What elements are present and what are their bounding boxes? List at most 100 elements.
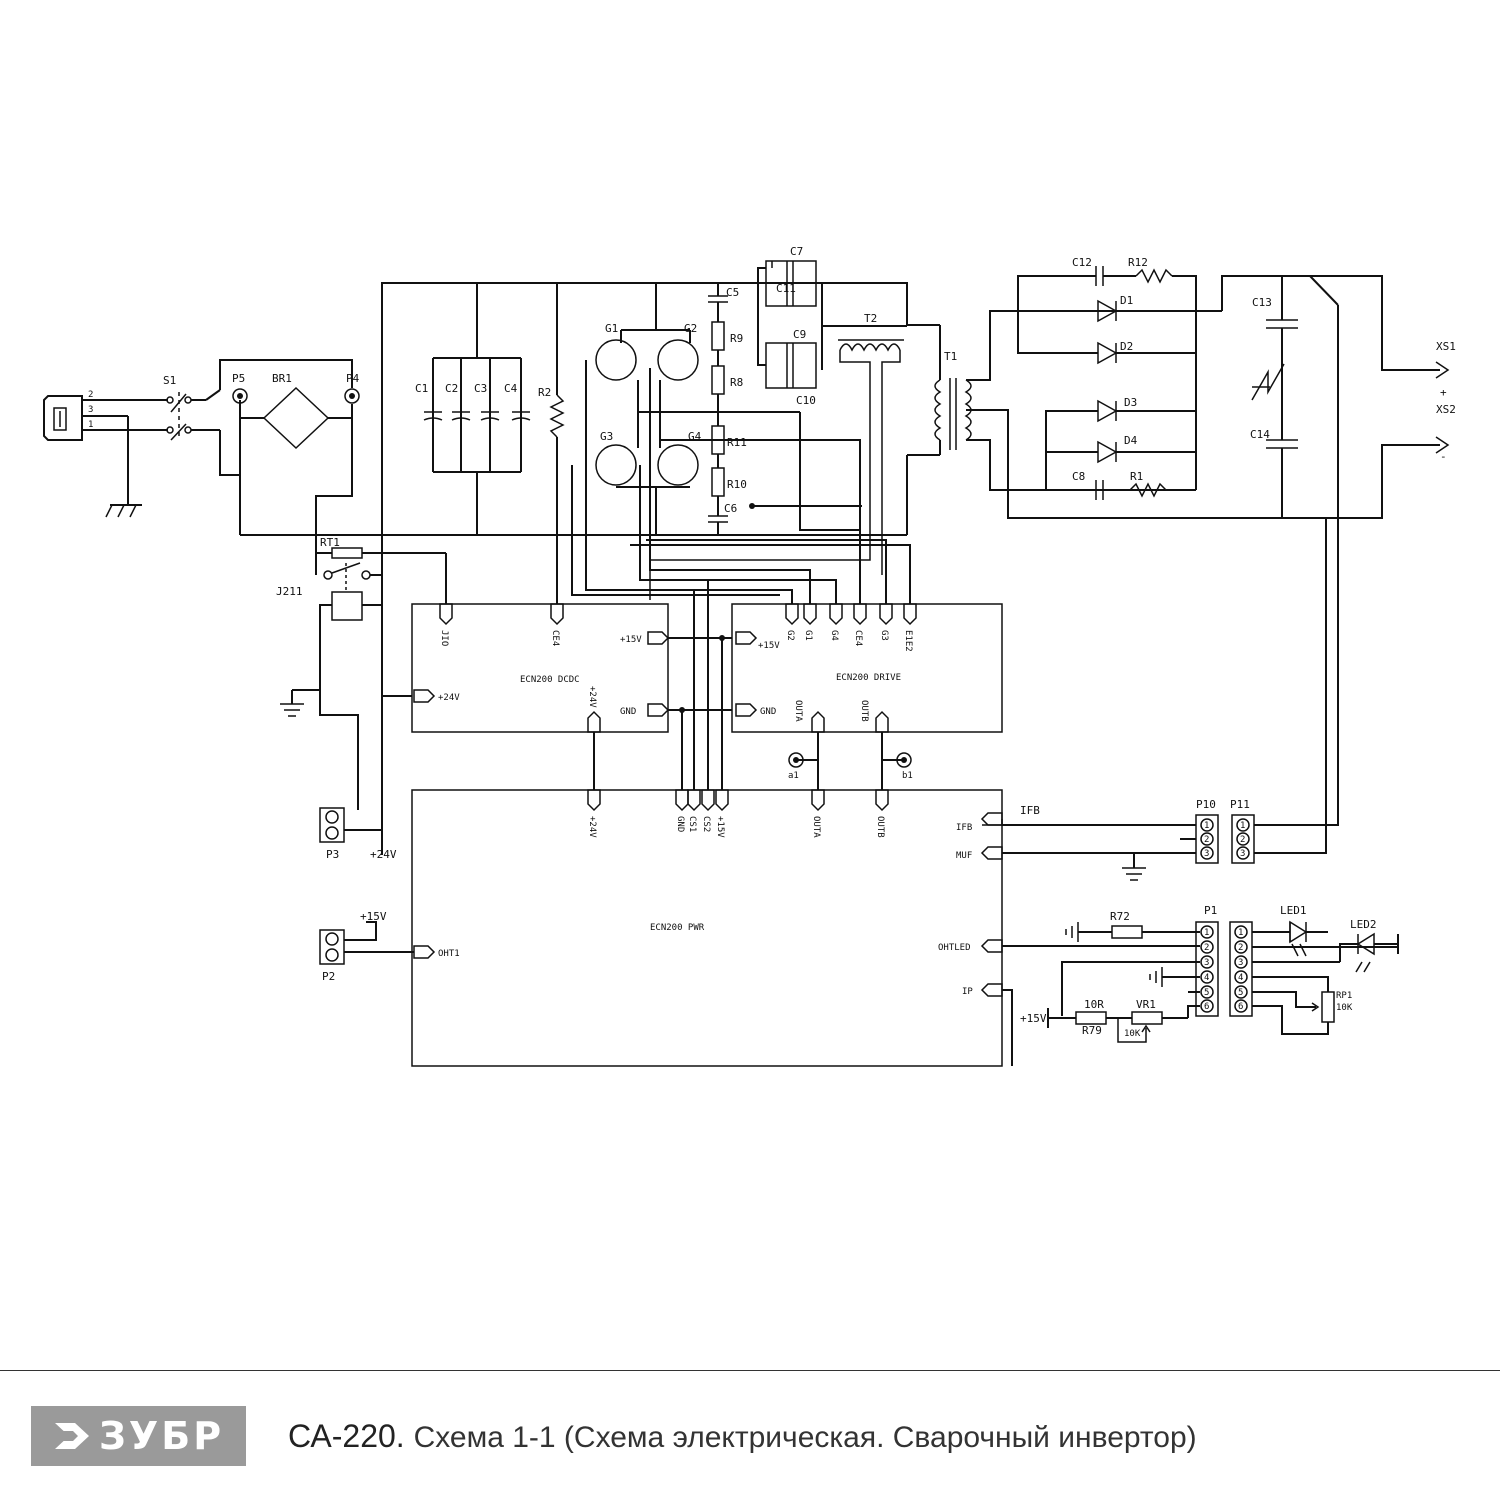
c12-label: C12 (1072, 256, 1092, 269)
drive-pin-g2: G2 (785, 630, 795, 641)
p11-n3: 3 (1240, 849, 1245, 859)
d4-label: D4 (1124, 434, 1138, 447)
feedback-connectors: IFB 1 2 3 1 2 3 P10 P11 (1002, 798, 1255, 881)
pwr-pin-outa: OUTA (811, 816, 821, 838)
p10-n2: 2 (1204, 835, 1209, 845)
p10-n3: 3 (1204, 849, 1209, 859)
c4-label: C4 (504, 382, 518, 395)
p1b-n3: 3 (1238, 958, 1243, 968)
zubr-logo: ЗУБР (31, 1406, 246, 1466)
connector-p2: P2 +15V (319, 910, 414, 983)
footer-divider (0, 1370, 1500, 1371)
p11-n1: 1 (1240, 821, 1245, 831)
model-name: СА-220. (288, 1418, 405, 1454)
p1b-n5: 5 (1238, 988, 1243, 998)
t1-label: T1 (944, 350, 957, 363)
p1b-n6: 6 (1238, 1002, 1243, 1012)
pwr-pin-oht1: OHT1 (438, 949, 460, 959)
r2-label: R2 (538, 386, 551, 399)
pwr-pin-24v: +24V (587, 816, 597, 838)
dcdc-pin-ce4: CE4 (550, 630, 560, 646)
c14-label: C14 (1250, 428, 1270, 441)
led1-label: LED1 (1280, 904, 1307, 917)
dcdc-pin-24v-out: +24V (587, 686, 597, 708)
c8-label: C8 (1072, 470, 1085, 483)
output-filter: C13 C14 XS1 + XS2 - (1221, 275, 1456, 854)
g2-label: G2 (684, 322, 697, 335)
c11-label: C11 (776, 282, 796, 295)
p1-n3: 3 (1204, 958, 1209, 968)
r79-value: 10R (1084, 998, 1104, 1011)
rp1-value: 10K (1336, 1003, 1353, 1013)
led2-label: LED2 (1350, 918, 1377, 931)
r12-label: R12 (1128, 256, 1148, 269)
dcdc-pin-jio: JIO (439, 630, 449, 646)
front-panel: 1 2 3 4 5 6 1 2 3 4 5 6 P1 R72 (1002, 904, 1399, 1066)
r10-label: R10 (727, 478, 747, 491)
pwr-pin-ip: IP (962, 987, 973, 997)
soft-start: RT1 J211 P3 +24V (276, 535, 447, 861)
dcdc-pin-15v: +15V (620, 635, 642, 645)
b1-label: b1 (902, 771, 913, 781)
d3-label: D3 (1124, 396, 1137, 409)
g3-label: G3 (600, 430, 613, 443)
switch-s1: S1 (163, 359, 353, 476)
r8-label: R8 (730, 376, 743, 389)
d2-label: D2 (1120, 340, 1133, 353)
p10-n1: 1 (1204, 821, 1209, 831)
rt1-label: RT1 (320, 536, 340, 549)
c9-label: C9 (793, 328, 806, 341)
r79-label: R79 (1082, 1024, 1102, 1037)
d1-label: D1 (1120, 294, 1133, 307)
pwr-pin-muf: MUF (956, 851, 972, 861)
logo-text: ЗУБР (98, 1414, 225, 1458)
r9-label: R9 (730, 332, 743, 345)
transformer-t1: T1 (907, 310, 1440, 519)
drive-pin-g3: G3 (879, 630, 889, 641)
p1b-n1: 1 (1238, 928, 1243, 938)
p3-label: P3 (326, 848, 339, 861)
dcdc-title: ECN200 DCDC (520, 675, 580, 685)
pin-3: 3 (88, 405, 93, 415)
pwr-title: ECN200 PWR (650, 923, 705, 933)
j211-label: J211 (276, 585, 303, 598)
xs2-minus: - (1440, 450, 1447, 463)
p1b-n4: 4 (1238, 973, 1243, 983)
xs1-label: XS1 (1436, 340, 1456, 353)
s1-label: S1 (163, 374, 176, 387)
drive-pin-e1e2: E1E2 (903, 630, 913, 652)
xs1-plus: + (1440, 386, 1447, 399)
capacitor-bank: C1 C2 C3 C4 (415, 283, 531, 535)
pwr-pin-outb: OUTB (875, 816, 885, 838)
p1-n4: 4 (1204, 973, 1209, 983)
p2-label: P2 (322, 970, 335, 983)
c7-label: C7 (790, 245, 803, 258)
mains-socket: 2 3 1 (43, 390, 168, 518)
pwr-pin-cs1: CS1 (687, 816, 697, 832)
pin-2: 2 (88, 390, 93, 400)
welding-inverter-schematic: 2 3 1 S1 P5 P4 BR1 (43, 245, 1456, 1067)
c1-label: C1 (415, 382, 428, 395)
vr1-label: VR1 (1136, 998, 1156, 1011)
drive-pin-outb: OUTB (859, 700, 869, 722)
drive-pin-g4: G4 (829, 630, 839, 641)
xs2-label: XS2 (1436, 403, 1456, 416)
drive-pin-15v: +15V (758, 641, 780, 651)
p11-n2: 2 (1240, 835, 1245, 845)
pwr-pin-ifb: IFB (956, 823, 972, 833)
pwr-pin-15v: +15V (715, 816, 725, 838)
interconnect-bus (668, 580, 736, 792)
caption-description: Схема 1-1 (Схема электрическая. Сварочны… (413, 1421, 1197, 1454)
dcdc-pin-24v-in: +24V (438, 693, 460, 703)
br1-label: BR1 (272, 372, 292, 385)
r11-label: R11 (727, 436, 747, 449)
c10-label: C10 (796, 394, 816, 407)
r1-label: R1 (1130, 470, 1143, 483)
drive-title: ECN200 DRIVE (836, 673, 901, 683)
p1-n2: 2 (1204, 943, 1209, 953)
arrow-logo-icon (54, 1423, 89, 1449)
drive-pin-outa: OUTA (793, 700, 803, 722)
bridge-rectifier-br1: P5 P4 BR1 (232, 372, 360, 535)
p1-n6: 6 (1204, 1002, 1209, 1012)
p4-label: P4 (346, 372, 360, 385)
